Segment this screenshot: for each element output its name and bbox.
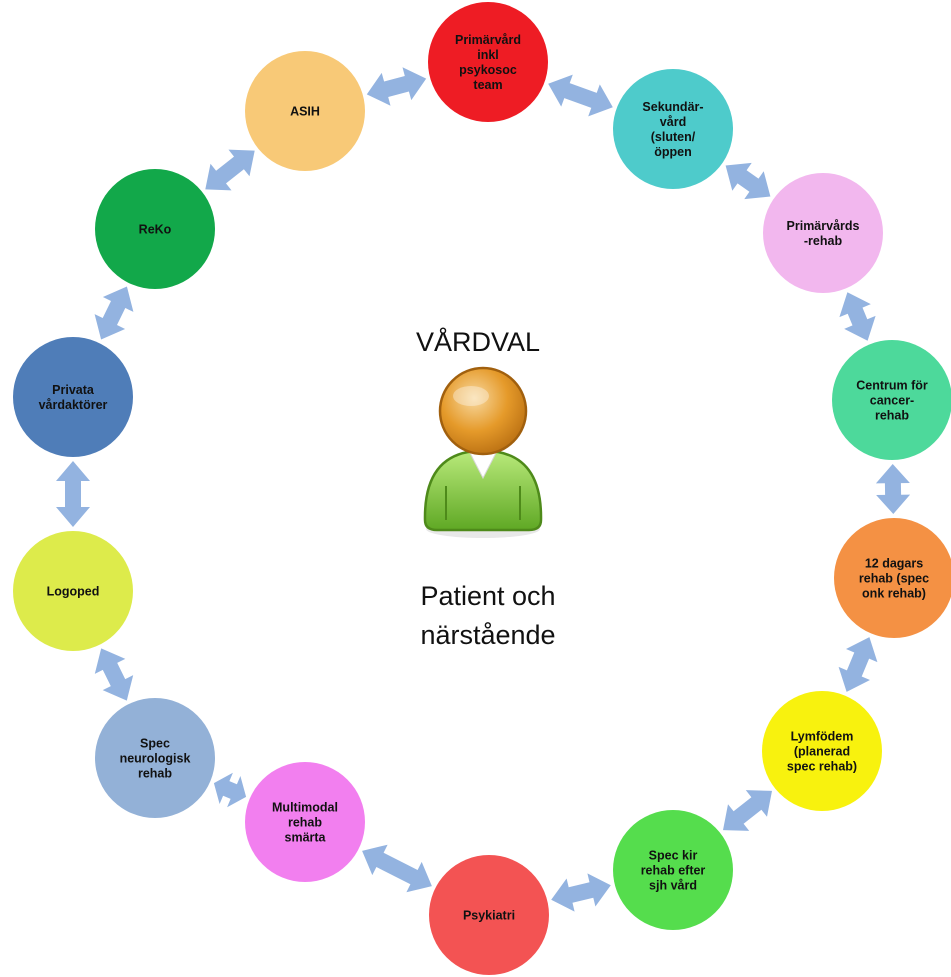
node-circle [613, 810, 733, 930]
node-label-line: spec rehab) [787, 760, 857, 774]
node-label-line: rehab [138, 767, 172, 781]
node-circle [245, 51, 365, 171]
node-circle [613, 69, 733, 189]
double-arrow-icon [366, 67, 427, 106]
node-logoped: Logoped [13, 531, 133, 651]
center-subtitle-line-2: närstående [420, 620, 555, 650]
nodes: PrimärvårdinklpsykosocteamSekundär-vård(… [13, 2, 951, 975]
node-circle [429, 855, 549, 975]
node-label-line: team [473, 78, 502, 92]
node-label-line: sjh vård [649, 879, 697, 893]
node-psykiatri: Psykiatri [429, 855, 549, 975]
node-label-line: cancer- [870, 394, 914, 408]
node-label-line: smärta [285, 831, 327, 845]
node-label-line: vårdaktörer [39, 398, 108, 412]
center-group: VÅRDVAL Patient och närstående [416, 326, 556, 650]
person-icon [423, 366, 543, 538]
node-label-line: rehab [875, 409, 909, 423]
node-label-line: Privata [52, 383, 95, 397]
node-sekundarvard: Sekundär-vård(sluten/öppen [613, 69, 733, 189]
node-label-line: Spec kir [649, 849, 698, 863]
node-circle [763, 173, 883, 293]
center-subtitle-line-1: Patient och [420, 581, 555, 611]
node-primarvardsrehab: Primärvårds-rehab [763, 173, 883, 293]
node-label-line: psykosoc [459, 63, 517, 77]
node-label-line: Multimodal [272, 801, 338, 815]
node-label-line: ReKo [139, 223, 172, 237]
double-arrow-icon [839, 292, 876, 341]
node-circle [95, 169, 215, 289]
node-label-line: rehab [288, 816, 322, 830]
node-circle [832, 340, 951, 460]
double-arrow-icon [551, 873, 611, 912]
node-label-line: 12 dagars [865, 557, 923, 571]
node-label-line: (planerad [794, 745, 850, 759]
double-arrow-icon [94, 286, 134, 340]
double-arrow-icon [362, 844, 432, 893]
node-circle [834, 518, 951, 638]
node-circle [13, 337, 133, 457]
double-arrow-icon [205, 149, 255, 191]
node-label-line: inkl [477, 48, 499, 62]
node-label-line: Primärvård [455, 33, 521, 47]
double-arrow-icon [56, 461, 90, 527]
node-label-line: Primärvårds [787, 219, 860, 233]
node-circle [95, 698, 215, 818]
connection-arrows [56, 67, 911, 912]
node-label-line: vård [660, 115, 686, 129]
node-circle [245, 762, 365, 882]
node-circle [762, 691, 882, 811]
double-arrow-icon [94, 648, 134, 701]
node-circle [428, 2, 548, 122]
node-asih: ASIH [245, 51, 365, 171]
double-arrow-icon [548, 74, 613, 117]
double-arrow-icon [213, 772, 247, 808]
double-arrow-icon [838, 637, 878, 692]
double-arrow-icon [875, 464, 911, 514]
node-label-line: rehab efter [641, 864, 706, 878]
node-label-line: Logoped [47, 585, 100, 599]
node-label-line: öppen [654, 145, 692, 159]
node-label-line: ASIH [290, 105, 320, 119]
center-title: VÅRDVAL [416, 326, 540, 357]
node-label-line: Psykiatri [463, 909, 515, 923]
node-label-line: -rehab [804, 234, 843, 248]
double-arrow-icon [723, 790, 772, 831]
node-reko: ReKo [95, 169, 215, 289]
node-label-line: Lymfödem [791, 730, 854, 744]
node-circle [13, 531, 133, 651]
double-arrow-icon [725, 162, 771, 200]
node-label-line: onk rehab) [862, 587, 926, 601]
node-label-line: neurologisk [120, 752, 191, 766]
node-label-line: Sekundär- [642, 100, 703, 114]
node-label-line: (sluten/ [651, 130, 696, 144]
node-label-line: rehab (spec [859, 572, 929, 586]
node-label-line: Centrum för [856, 379, 928, 393]
node-label-line: Spec [140, 737, 170, 751]
